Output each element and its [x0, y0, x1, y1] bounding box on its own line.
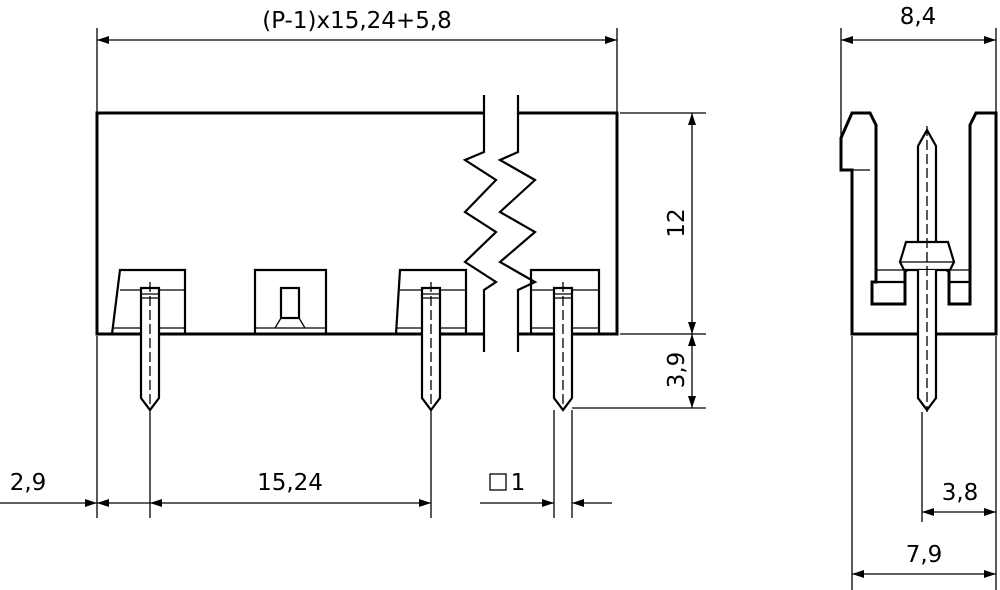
- pin-2: [420, 282, 442, 412]
- side-dimensions: 8,4 3,8 7,9: [840, 4, 997, 590]
- break-line-right: [497, 95, 538, 352]
- pin-3: [552, 282, 574, 412]
- dim-pitch: 15,24: [257, 470, 323, 496]
- dim-total-length: (P-1)x15,24+5,8: [262, 8, 452, 34]
- square-symbol-icon: [489, 473, 507, 491]
- dim-pin-length: 3,9: [664, 352, 690, 389]
- side-view: [839, 111, 998, 412]
- pin-1: [139, 282, 161, 412]
- dim-edge-offset: 2,9: [10, 470, 47, 496]
- pin-pocket-2: [253, 268, 328, 334]
- side-housing-outline: [839, 111, 998, 336]
- break-line-left: [462, 95, 499, 352]
- dim-depth-top: 8,4: [900, 4, 937, 30]
- front-dimensions: (P-1)x15,24+5,8 12 3,9 2,9 15,24 1: [0, 8, 706, 518]
- housing-outline-left: [95, 111, 484, 336]
- dim-depth-bottom: 7,9: [906, 542, 943, 568]
- dim-pin-square: 1: [511, 470, 526, 496]
- front-view: [95, 95, 619, 412]
- dim-pin-offset-side: 3,8: [942, 480, 979, 506]
- dim-body-height: 12: [664, 208, 690, 237]
